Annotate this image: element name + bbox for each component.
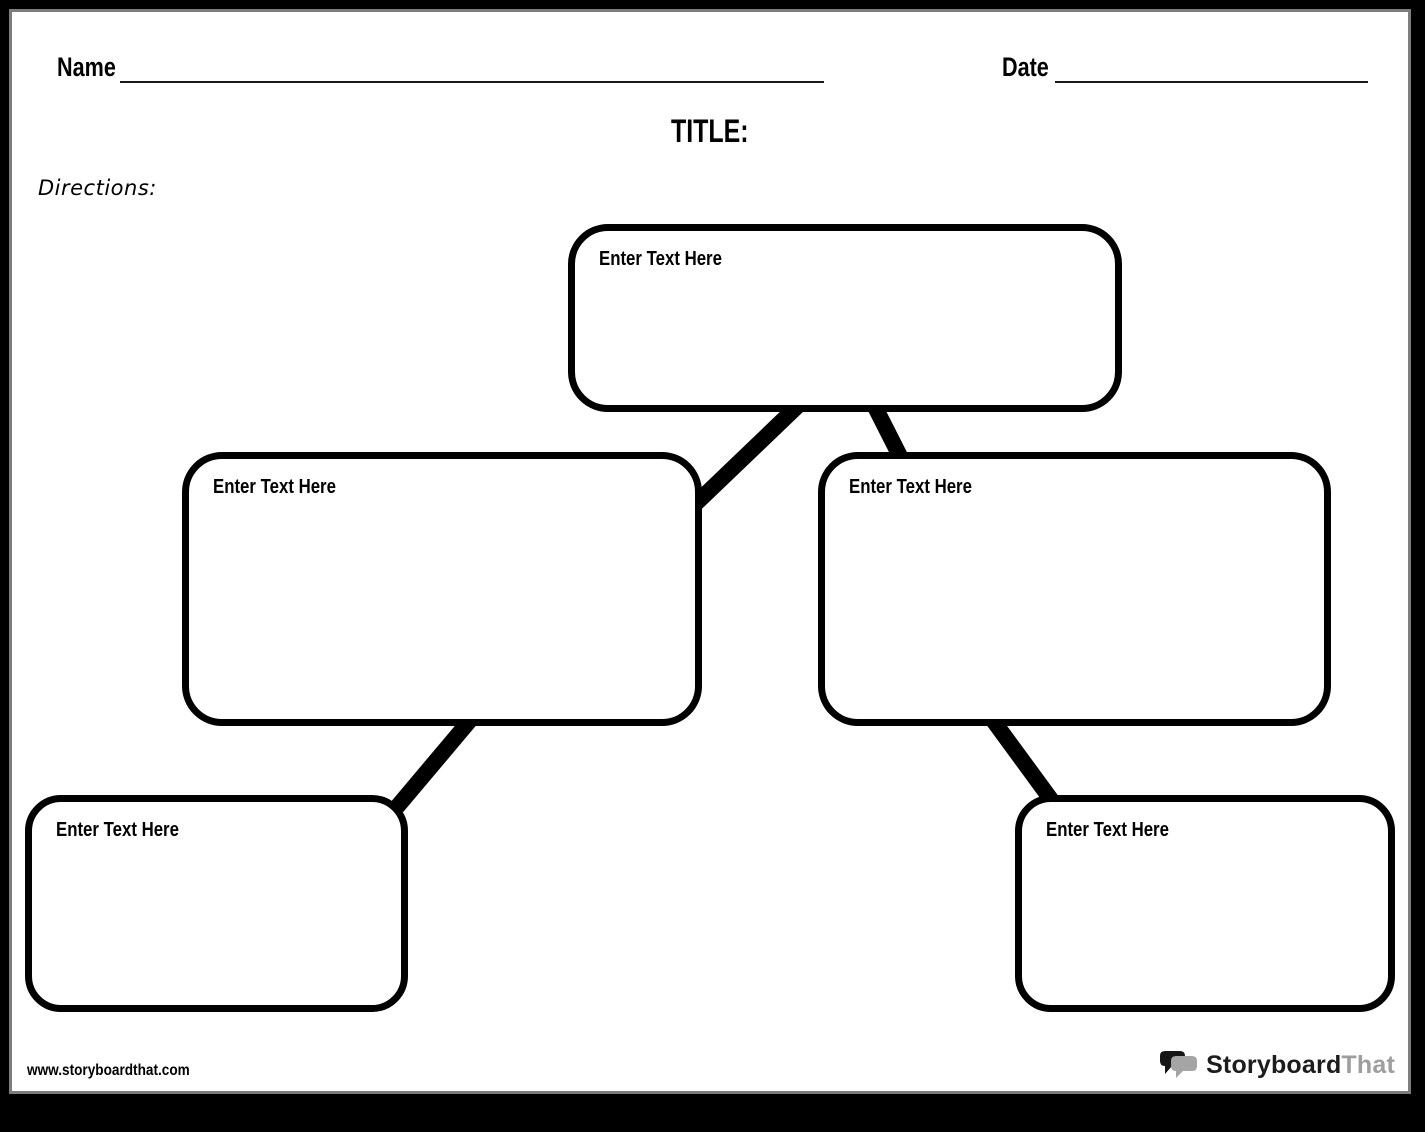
text-box-placeholder: Enter Text Here: [213, 476, 336, 498]
speech-bubbles-icon: [1160, 1051, 1198, 1078]
text-box-placeholder: Enter Text Here: [1046, 819, 1169, 841]
text-box-middle-right[interactable]: Enter Text Here: [818, 452, 1331, 726]
logo-text-storyboard: Storyboard: [1206, 1051, 1342, 1079]
connector-top-to-middle-left: [681, 391, 813, 518]
name-underline: [120, 81, 824, 83]
connector-middle-right-to-bottom-right: [980, 707, 1065, 814]
date-label: Date: [1002, 52, 1049, 82]
connector-middle-left-to-bottom-left: [390, 706, 484, 813]
website-url: www.storyboardthat.com: [27, 1062, 190, 1079]
text-box-bottom-left[interactable]: Enter Text Here: [25, 795, 408, 1012]
logo-wordmark: StoryboardThat: [1206, 1051, 1395, 1080]
title-row: TITLE:: [12, 113, 1408, 150]
text-box-placeholder: Enter Text Here: [599, 248, 722, 270]
logo-text-that: That: [1341, 1051, 1395, 1079]
name-label: Name: [57, 52, 116, 82]
page-title: TITLE:: [671, 113, 749, 149]
text-box-bottom-right[interactable]: Enter Text Here: [1015, 795, 1395, 1012]
date-underline: [1055, 81, 1368, 83]
worksheet-page: Name Date TITLE: Directions: Enter Text …: [9, 9, 1411, 1094]
text-box-placeholder: Enter Text Here: [849, 476, 972, 498]
text-box-placeholder: Enter Text Here: [56, 819, 179, 841]
storyboardthat-logo: StoryboardThat: [1160, 1050, 1395, 1081]
text-box-top[interactable]: Enter Text Here: [568, 224, 1122, 412]
directions-label: Directions:: [38, 176, 157, 200]
text-box-middle-left[interactable]: Enter Text Here: [182, 452, 702, 726]
